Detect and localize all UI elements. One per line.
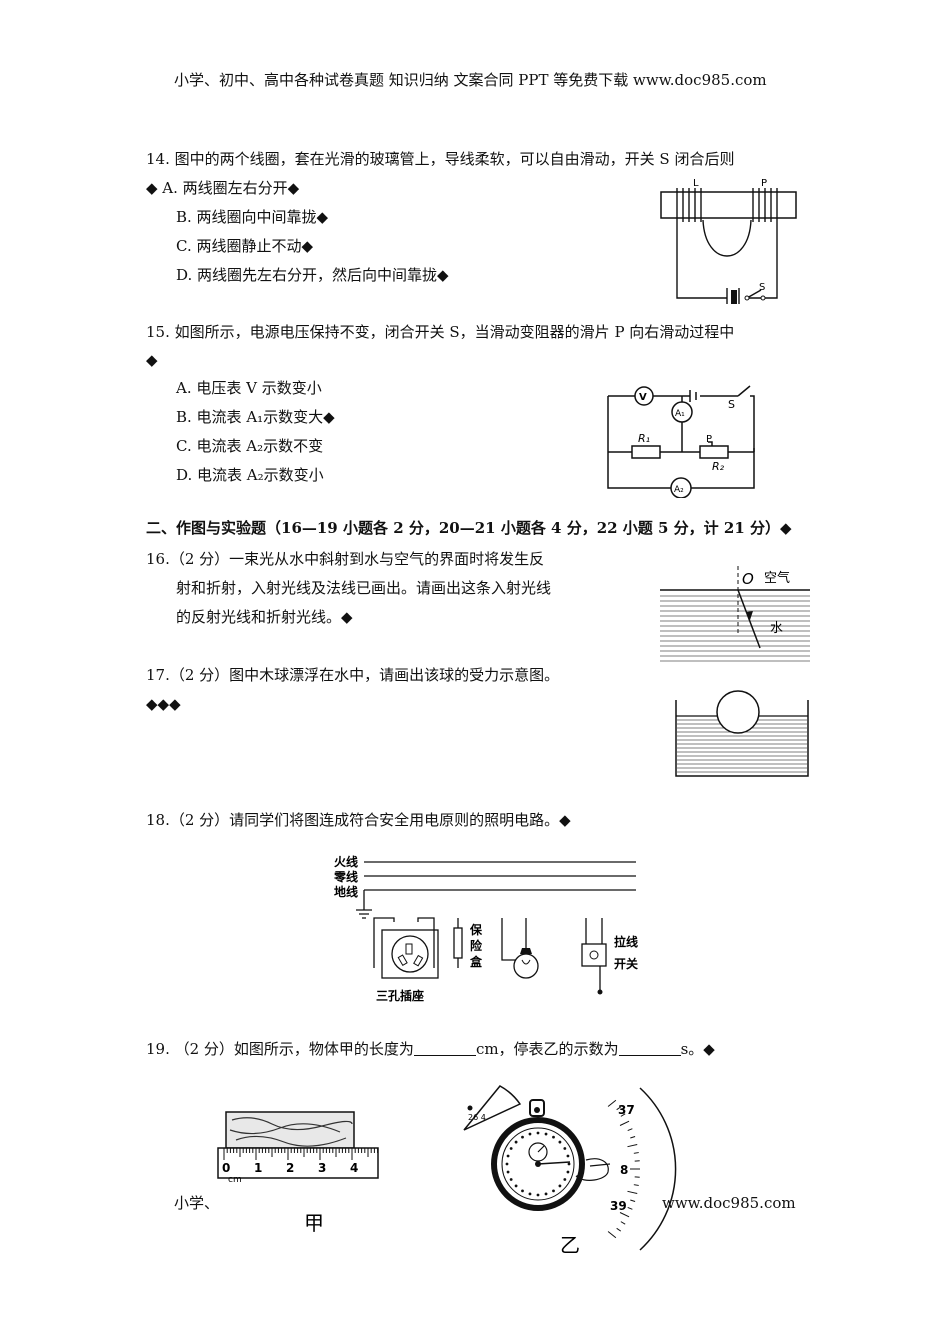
- q19-answer-blank-length[interactable]: [413, 1041, 476, 1056]
- q19-stem-part-1: 19. （2 分）如图所示，物体甲的长度为: [146, 1040, 414, 1058]
- q19-answer-blank-time[interactable]: [618, 1041, 681, 1056]
- coil-label-p: P: [761, 178, 767, 189]
- neutral-wire-label: 零线: [333, 869, 358, 884]
- q17-stem: 17.（2 分）图中木球漂浮在水中，请画出该球的受力示意图。: [146, 666, 560, 684]
- q14-coil-figure: L P S: [660, 178, 797, 304]
- resistor-r1-label: R₁: [638, 432, 650, 445]
- label-yi: 乙: [560, 1233, 580, 1257]
- q14-option-d: D. 两线圈先左右分开，然后向中间靠拢◆: [176, 266, 449, 284]
- q18-wiring-figure: 火线 零线 地线 保 险 盒 三孔插座 拉线 开关: [333, 854, 638, 1003]
- q15-option-d: D. 电流表 A₂示数变小: [176, 466, 324, 484]
- coil-label-l: L: [693, 178, 699, 189]
- ruler-tick-1: 1: [254, 1161, 262, 1175]
- label-jia: 甲: [304, 1211, 324, 1235]
- live-wire-label: 火线: [334, 854, 358, 869]
- ruler-tick-4: 4: [350, 1161, 358, 1175]
- q16-light-figure: O 空气 水: [660, 566, 810, 662]
- ammeter-a2-label: A₂: [674, 485, 684, 495]
- resistor-r2-label: R₂: [712, 460, 725, 473]
- pull-switch-label-2: 开关: [614, 956, 638, 971]
- q15-circuit-figure: V A₁ A₂ S R₁ R₂ P: [607, 385, 755, 498]
- q19-stopwatch-figure: 26 4 37 8 39 乙: [463, 1085, 677, 1257]
- small-dial-text: 26 4: [468, 1113, 486, 1122]
- q14-option-a: ◆ A. 两线圈左右分开◆: [146, 179, 300, 197]
- q14-option-c: C. 两线圈静止不动◆: [176, 237, 314, 255]
- switch-s-label: S: [728, 398, 735, 411]
- q15-stem: 15. 如图所示，电源电压保持不变，闭合开关 S，当滑动变阻器的滑片 P 向右滑…: [146, 323, 735, 341]
- fuse-box-label-3: 盒: [469, 954, 483, 969]
- section-2-title: 二、作图与实验题（16—19 小题各 2 分，20—21 小题各 4 分，22 …: [146, 519, 792, 537]
- q14-stem: 14. 图中的两个线圈，套在光滑的玻璃管上，导线柔软，可以自由滑动，开关 S 闭…: [146, 150, 735, 168]
- air-label: 空气: [764, 570, 790, 586]
- ruler-tick-0: 0: [222, 1161, 230, 1175]
- q15-stem-cont: ◆: [146, 351, 158, 369]
- point-o-label: O: [742, 570, 754, 588]
- q17-ball-figure: [675, 690, 809, 777]
- q17-stem-cont: ◆◆◆: [146, 695, 181, 713]
- q19-ruler-figure: 0 1 2 3 4 cm 甲: [217, 1111, 379, 1235]
- dial-label-39: 39: [610, 1199, 627, 1213]
- ammeter-a1-label: A₁: [675, 409, 685, 419]
- ruler-tick-3: 3: [318, 1161, 326, 1175]
- voltmeter-label: V: [639, 392, 647, 403]
- ruler-unit: cm: [228, 1175, 242, 1185]
- ruler-tick-2: 2: [286, 1161, 294, 1175]
- q14-option-b: B. 两线圈向中间靠拢◆: [176, 208, 329, 226]
- q15-option-a: A. 电压表 V 示数变小: [176, 379, 322, 397]
- slider-p-label: P: [706, 434, 712, 445]
- switch-label-s: S: [759, 282, 765, 293]
- pull-switch-label-1: 拉线: [614, 934, 638, 949]
- fuse-box-label-2: 险: [470, 938, 483, 953]
- q16-line-3: 的反射光线和折射光线。◆: [176, 608, 353, 626]
- q15-option-c: C. 电流表 A₂示数不变: [176, 437, 324, 455]
- three-pin-socket-label: 三孔插座: [376, 988, 424, 1003]
- ground-wire-label: 地线: [334, 884, 358, 899]
- q19-stem-part-2: cm，停表乙的示数为: [475, 1040, 619, 1058]
- q19-stem: 19. （2 分）如图所示，物体甲的长度为 cm，停表乙的示数为 s。◆: [146, 1039, 715, 1059]
- q15-option-b: B. 电流表 A₁示数变大◆: [176, 408, 335, 426]
- footer-right: www.doc985.com: [662, 1194, 796, 1212]
- dial-label-37: 37: [618, 1103, 635, 1117]
- dial-label-8: 8: [620, 1163, 628, 1177]
- q16-line-2: 射和折射，入射光线及法线已画出。请画出这条入射光线: [176, 579, 552, 597]
- footer-left: 小学、: [174, 1194, 220, 1212]
- fuse-box-label-1: 保: [469, 922, 483, 937]
- water-label: 水: [770, 621, 783, 636]
- q19-stem-part-3: s。◆: [680, 1040, 715, 1058]
- page-header: 小学、初中、高中各种试卷真题 知识归纳 文案合同 PPT 等免费下载 www.d…: [174, 71, 767, 89]
- q18-stem: 18.（2 分）请同学们将图连成符合安全用电原则的照明电路。◆: [146, 811, 571, 829]
- q16-line-1: 16.（2 分）一束光从水中斜射到水与空气的界面时将发生反: [146, 550, 545, 568]
